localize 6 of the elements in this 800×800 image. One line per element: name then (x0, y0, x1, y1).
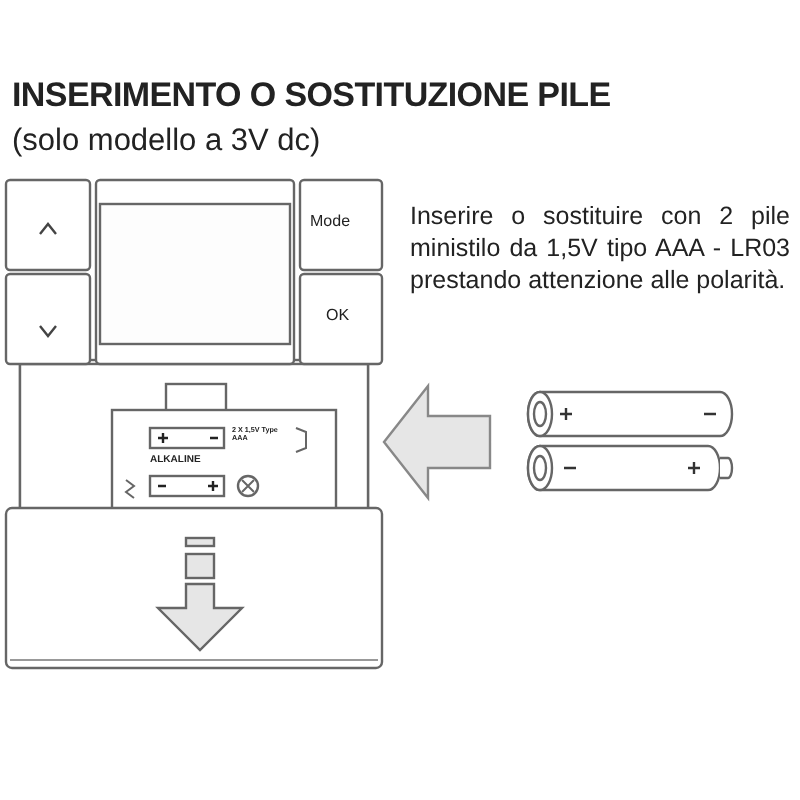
instruction-text: Inserire o sostituire con 2 pile ministilo da 1,5V tipo AAA - LR03 prestando attenzione alle polarità. (410, 200, 790, 296)
button-label: Mode (310, 212, 351, 230)
block-arrow (382, 382, 492, 502)
button-label: OK (326, 306, 350, 324)
subtitle: (solo modello a 3V dc) (12, 124, 321, 160)
title: INSERIMENTO O SOSTITUZIONE PILE (12, 76, 611, 116)
